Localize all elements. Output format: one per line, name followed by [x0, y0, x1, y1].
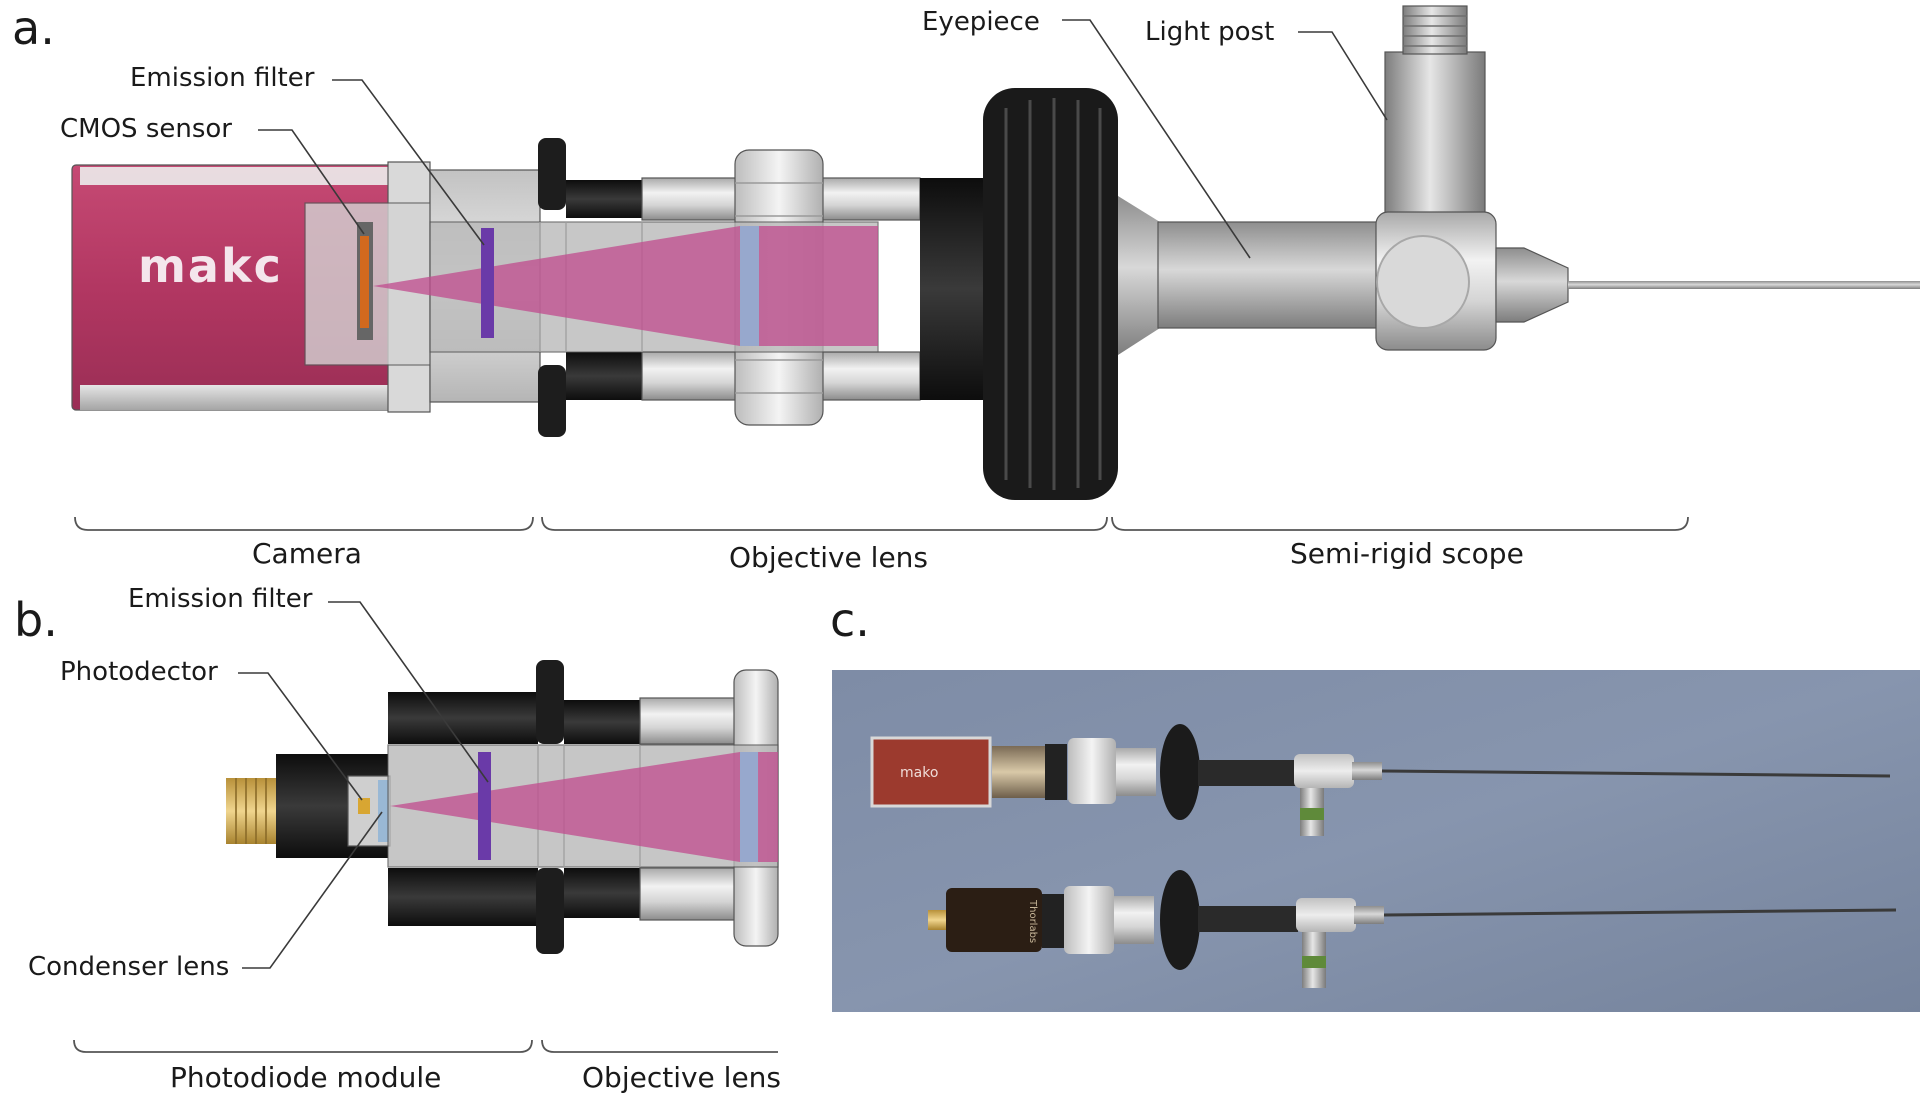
photo-light-post-lens-1 — [1300, 808, 1324, 820]
photo-nut-2 — [1160, 870, 1200, 970]
photo-eyepiece-2 — [1198, 906, 1298, 932]
photo-objective-1 — [1116, 748, 1156, 796]
panel-c-label: c. — [830, 593, 870, 647]
objective-body-bottom-b — [639, 867, 736, 921]
photo-module-brand: Thorlabs — [1027, 899, 1038, 943]
photodetector-chip — [358, 798, 370, 814]
light-post-threads — [1403, 15, 1467, 47]
eyepiece-nut — [983, 88, 1118, 500]
focus-ring-knurl — [735, 182, 823, 394]
scope-tip-cone — [1495, 247, 1569, 323]
section-objective-lens-b: Objective lens — [582, 1061, 781, 1094]
panel-b-braces — [73, 1039, 778, 1053]
sma-threads — [235, 778, 267, 844]
panel-a-label: a. — [12, 1, 55, 55]
photo-probe-1 — [1381, 769, 1891, 778]
objective-black-band-bottom — [566, 352, 642, 400]
callout-emission-filter-a: Emission filter — [130, 63, 315, 93]
photo-tip-2 — [1354, 906, 1384, 924]
panel-c-photo: mako Thorlabs — [832, 670, 1920, 1012]
photo-module — [946, 888, 1042, 952]
photo-nut-1 — [1160, 724, 1200, 820]
light-beam-b — [390, 752, 778, 862]
panel-a-leaders — [258, 19, 1388, 259]
photo-camera-body — [870, 736, 992, 808]
emission-filter-a — [481, 228, 494, 338]
panel-a-drawing: makc — [71, 5, 1920, 500]
photo-junction-1 — [1294, 754, 1354, 788]
objective-clamp-bottom — [538, 365, 566, 437]
cmos-sensor-die — [360, 236, 369, 328]
objective-body-top-b — [639, 697, 736, 745]
objective-black-band-bottom-b — [564, 868, 640, 918]
module-tube-bottom — [388, 868, 538, 926]
module-tube-top — [388, 692, 538, 744]
photo-camera-assembly: mako — [870, 724, 1891, 836]
photo-sma — [928, 910, 946, 930]
callout-cmos-sensor: CMOS sensor — [60, 114, 232, 144]
eyepiece-nut-ribs — [1004, 98, 1102, 490]
photo-light-post-lens-2 — [1302, 956, 1326, 968]
scope-junction-disc — [1376, 235, 1470, 329]
emission-filter-b — [478, 752, 491, 860]
objective-lens-element-a — [740, 226, 759, 346]
callout-photodector: Photodector — [60, 657, 218, 687]
panel-b-leaders — [238, 601, 489, 969]
eyepiece-adapter — [920, 178, 983, 400]
callout-emission-filter-b: Emission filter — [128, 584, 313, 614]
photo-photodiode-assembly: Thorlabs — [928, 870, 1897, 988]
photo-tip-1 — [1352, 762, 1382, 780]
photo-black-band-2 — [1042, 894, 1064, 948]
section-photodiode-module: Photodiode module — [170, 1061, 441, 1094]
callout-condenser-lens: Condenser lens — [28, 952, 229, 982]
photo-coupler-1 — [992, 746, 1047, 798]
photo-focus-ring-1 — [1068, 738, 1116, 804]
panel-b-drawing — [226, 660, 779, 954]
photo-black-band-1 — [1045, 744, 1067, 800]
camera-brand-text: makc — [138, 239, 283, 293]
photo-objective-2 — [1114, 896, 1154, 944]
semi-rigid-probe — [1568, 281, 1920, 289]
section-camera: Camera — [252, 537, 362, 570]
scope-tube — [1157, 221, 1384, 329]
objective-black-band-top-b — [564, 700, 640, 744]
light-post-cap — [1402, 5, 1468, 55]
objective-black-band-top — [566, 180, 642, 218]
section-objective-lens-a: Objective lens — [729, 541, 928, 574]
photo-probe-2 — [1383, 908, 1897, 917]
photo-camera-brand: mako — [900, 765, 938, 781]
objective-lens-element-b — [740, 752, 758, 862]
sma-connector — [226, 778, 278, 844]
panel-b-label: b. — [14, 593, 58, 647]
photo-eyepiece-1 — [1198, 760, 1298, 786]
objective-clamp-top-b — [536, 660, 564, 744]
objective-clamp-bottom-b — [536, 868, 564, 954]
condenser-lens — [378, 780, 390, 842]
camera-base-plate — [80, 385, 390, 410]
photo-background — [832, 670, 1920, 1012]
photo-junction-2 — [1296, 898, 1356, 932]
callout-eyepiece: Eyepiece — [922, 7, 1040, 37]
camera-top-plate — [80, 167, 390, 185]
panel-a-braces — [74, 516, 1689, 531]
eyepiece-taper — [1118, 196, 1160, 355]
photo-focus-ring-2 — [1064, 886, 1114, 954]
light-post-body — [1384, 51, 1486, 235]
callout-light-post: Light post — [1145, 17, 1274, 47]
objective-clamp-top — [538, 138, 566, 210]
section-semi-rigid-scope: Semi-rigid scope — [1290, 537, 1524, 570]
